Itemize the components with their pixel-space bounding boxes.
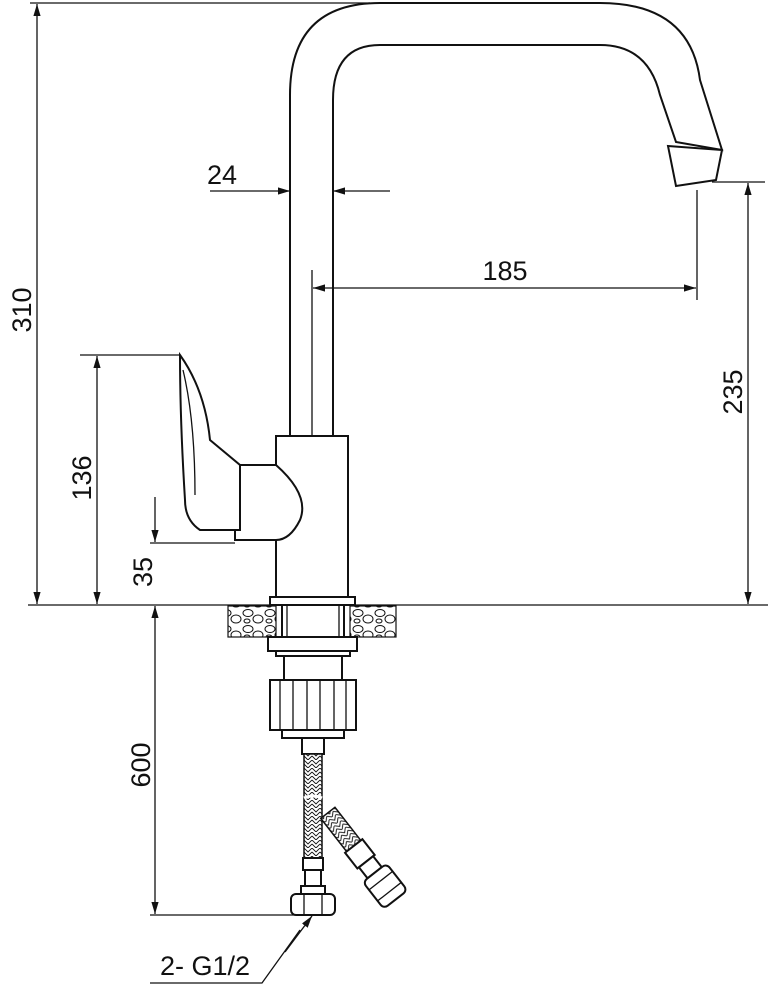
dim-hose-length: 600 xyxy=(126,650,300,916)
base-plate xyxy=(269,596,356,606)
dim-spout-reach: 185 xyxy=(311,190,698,436)
aerator xyxy=(666,144,724,188)
label-600: 600 xyxy=(126,742,156,787)
mounting-nut xyxy=(269,679,357,731)
label-136: 136 xyxy=(67,455,97,500)
label-235: 235 xyxy=(718,369,748,414)
dim-total-height: 310 xyxy=(7,2,370,604)
connection-leader: 2- G1/2 xyxy=(150,915,313,984)
dim-handle-height: 136 xyxy=(67,354,180,604)
dim-handle-base: 35 xyxy=(128,497,235,650)
dim-tube-diameter: 24 xyxy=(207,160,390,195)
label-310: 310 xyxy=(7,287,37,332)
label-24: 24 xyxy=(207,160,237,190)
mounting-shank xyxy=(267,604,358,739)
countertop-section-left xyxy=(227,605,277,638)
handle xyxy=(178,351,304,541)
label-35: 35 xyxy=(128,557,158,587)
countertop-section-right xyxy=(349,605,397,638)
label-185: 185 xyxy=(482,256,527,286)
spout xyxy=(289,2,724,437)
dim-spout-height: 235 xyxy=(712,181,765,604)
supply-hoses xyxy=(290,737,407,916)
label-connection: 2- G1/2 xyxy=(160,951,250,981)
hose-nut xyxy=(290,893,336,916)
